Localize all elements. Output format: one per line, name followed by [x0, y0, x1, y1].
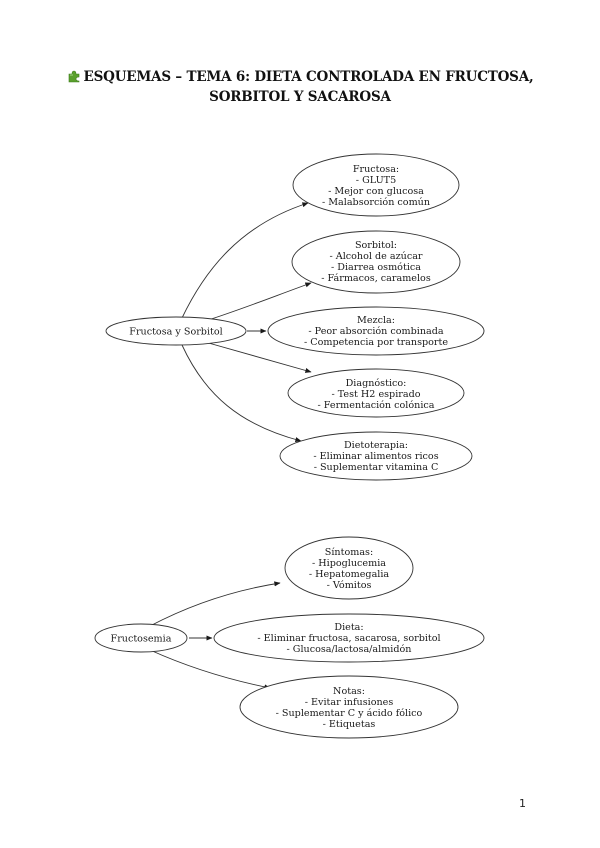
node-fructosemia-label: Fructosemia	[111, 634, 172, 645]
title-line-1: ESQUEMAS – TEMA 6: DIETA CONTROLADA EN F…	[40, 68, 560, 88]
node-sorbitol: Sorbitol: - Alcohol de azúcar - Diarrea …	[291, 230, 461, 294]
node-sorbitol-line-1: Sorbitol:	[355, 240, 397, 251]
node-mezcla: Mezcla: - Peor absorción combinada - Com…	[267, 306, 485, 356]
node-dieta: Dieta: - Eliminar fructosa, sacarosa, so…	[213, 613, 485, 663]
edge-root-sorbitol	[204, 282, 312, 322]
node-dieta-line-2: - Eliminar fructosa, sacarosa, sorbitol	[257, 633, 440, 644]
node-fructosa-line-4: - Malabsorción común	[322, 197, 430, 208]
node-mezcla-line-3: - Competencia por transporte	[304, 337, 448, 348]
node-notas-line-3: - Suplementar C y ácido fólico	[276, 708, 423, 719]
edge-root-dietoterapia	[181, 344, 302, 442]
node-fructosa: Fructosa: - GLUT5 - Mejor con glucosa - …	[292, 153, 460, 217]
node-sorbitol-line-3: - Diarrea osmótica	[331, 262, 421, 273]
edge-root-diagnostico	[204, 341, 312, 373]
node-sintomas: Síntomas: - Hipoglucemia - Hepatomegalia…	[284, 536, 414, 600]
edge-root-sintomas	[149, 581, 281, 627]
edge-root-notas	[149, 649, 271, 690]
node-mezcla-line-2: - Peor absorción combinada	[308, 326, 443, 337]
node-fructosa-y-sorbitol-label: Fructosa y Sorbitol	[129, 327, 222, 338]
node-sintomas-line-3: - Hepatomegalia	[309, 569, 390, 580]
node-dietoterapia: Dietoterapia: - Eliminar alimentos ricos…	[279, 431, 473, 481]
node-fructosa-line-2: - GLUT5	[356, 175, 396, 186]
node-dietoterapia-line-3: - Suplementar vitamina C	[314, 462, 439, 473]
node-fructosa-line-1: Fructosa:	[353, 164, 399, 175]
node-diagnostico-line-1: Diagnóstico:	[346, 378, 407, 389]
puzzle-piece-icon	[67, 69, 81, 88]
node-dietoterapia-line-2: - Eliminar alimentos ricos	[313, 451, 438, 462]
node-notas-line-2: - Evitar infusiones	[305, 697, 394, 708]
node-fructosa-y-sorbitol: Fructosa y Sorbitol	[105, 316, 247, 346]
node-notas: Notas: - Evitar infusiones - Suplementar…	[239, 675, 459, 739]
node-dieta-line-1: Dieta:	[334, 622, 363, 633]
page-number: 1	[519, 797, 526, 810]
node-diagnostico: Diagnóstico: - Test H2 espirado - Fermen…	[287, 368, 465, 418]
node-dieta-line-3: - Glucosa/lactosa/almidón	[287, 644, 412, 655]
node-sintomas-line-2: - Hipoglucemia	[312, 558, 386, 569]
diagram-fructosemia: Fructosemia Síntomas: - Hipoglucemia - H…	[94, 536, 485, 739]
node-fructosemia: Fructosemia	[94, 623, 188, 653]
node-mezcla-line-1: Mezcla:	[357, 315, 395, 326]
node-sintomas-line-1: Síntomas:	[325, 547, 373, 558]
node-sintomas-line-4: - Vómitos	[327, 580, 372, 591]
node-sorbitol-line-2: - Alcohol de azúcar	[329, 251, 422, 262]
title-text-1: ESQUEMAS – TEMA 6: DIETA CONTROLADA EN F…	[83, 69, 534, 85]
node-dietoterapia-line-1: Dietoterapia:	[344, 440, 408, 451]
node-sorbitol-line-4: - Fármacos, caramelos	[321, 273, 431, 284]
node-diagnostico-line-2: - Test H2 espirado	[331, 389, 420, 400]
node-diagnostico-line-3: - Fermentación colónica	[318, 400, 435, 411]
node-notas-line-1: Notas:	[333, 686, 365, 697]
page-title: ESQUEMAS – TEMA 6: DIETA CONTROLADA EN F…	[40, 68, 560, 106]
node-fructosa-line-3: - Mejor con glucosa	[328, 186, 424, 197]
edge-root-fructosa	[181, 202, 309, 319]
node-notas-line-4: - Etiquetas	[323, 719, 376, 730]
diagram-fructosa-sorbitol: Fructosa y Sorbitol Fructosa: - GLUT5 - …	[105, 153, 485, 481]
title-line-2: SORBITOL Y SACAROSA	[209, 89, 391, 105]
